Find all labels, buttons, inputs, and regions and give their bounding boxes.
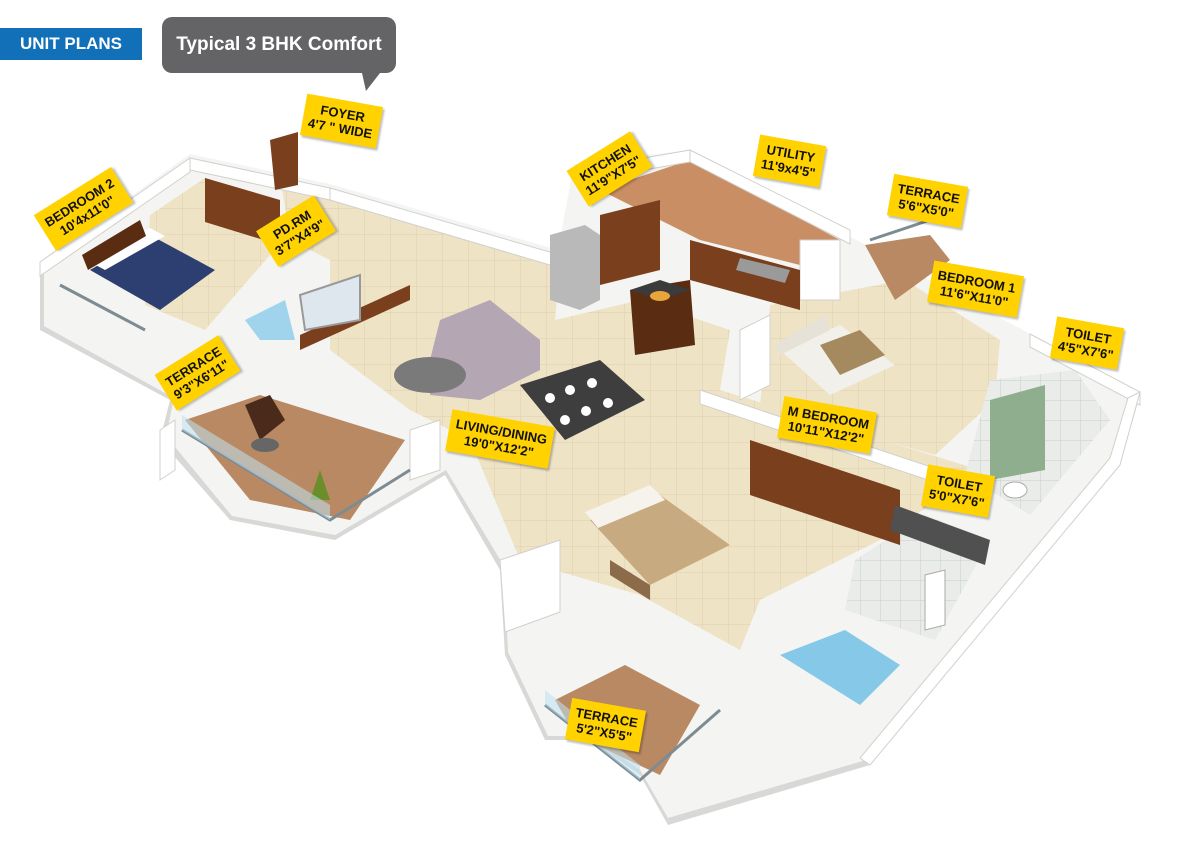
floor-terrace-top <box>865 235 950 300</box>
bed-master-bedroom <box>585 485 730 600</box>
pool-small <box>245 300 295 340</box>
floor-living-dining <box>280 175 980 650</box>
section-tag: UNIT PLANS <box>0 28 142 60</box>
kitchen-fixtures <box>550 225 790 355</box>
terrace-furniture <box>245 395 330 500</box>
water-feature <box>780 630 900 705</box>
floor-kitchen-utility <box>600 160 840 270</box>
bed-bedroom-1 <box>775 315 895 395</box>
bathroom-fixtures <box>890 385 1045 631</box>
living-furniture <box>298 273 645 440</box>
bed-bedroom-2 <box>82 220 215 310</box>
plan-title-callout: Typical 3 BHK Comfort <box>162 17 396 91</box>
floor-terrace-left <box>185 395 405 520</box>
